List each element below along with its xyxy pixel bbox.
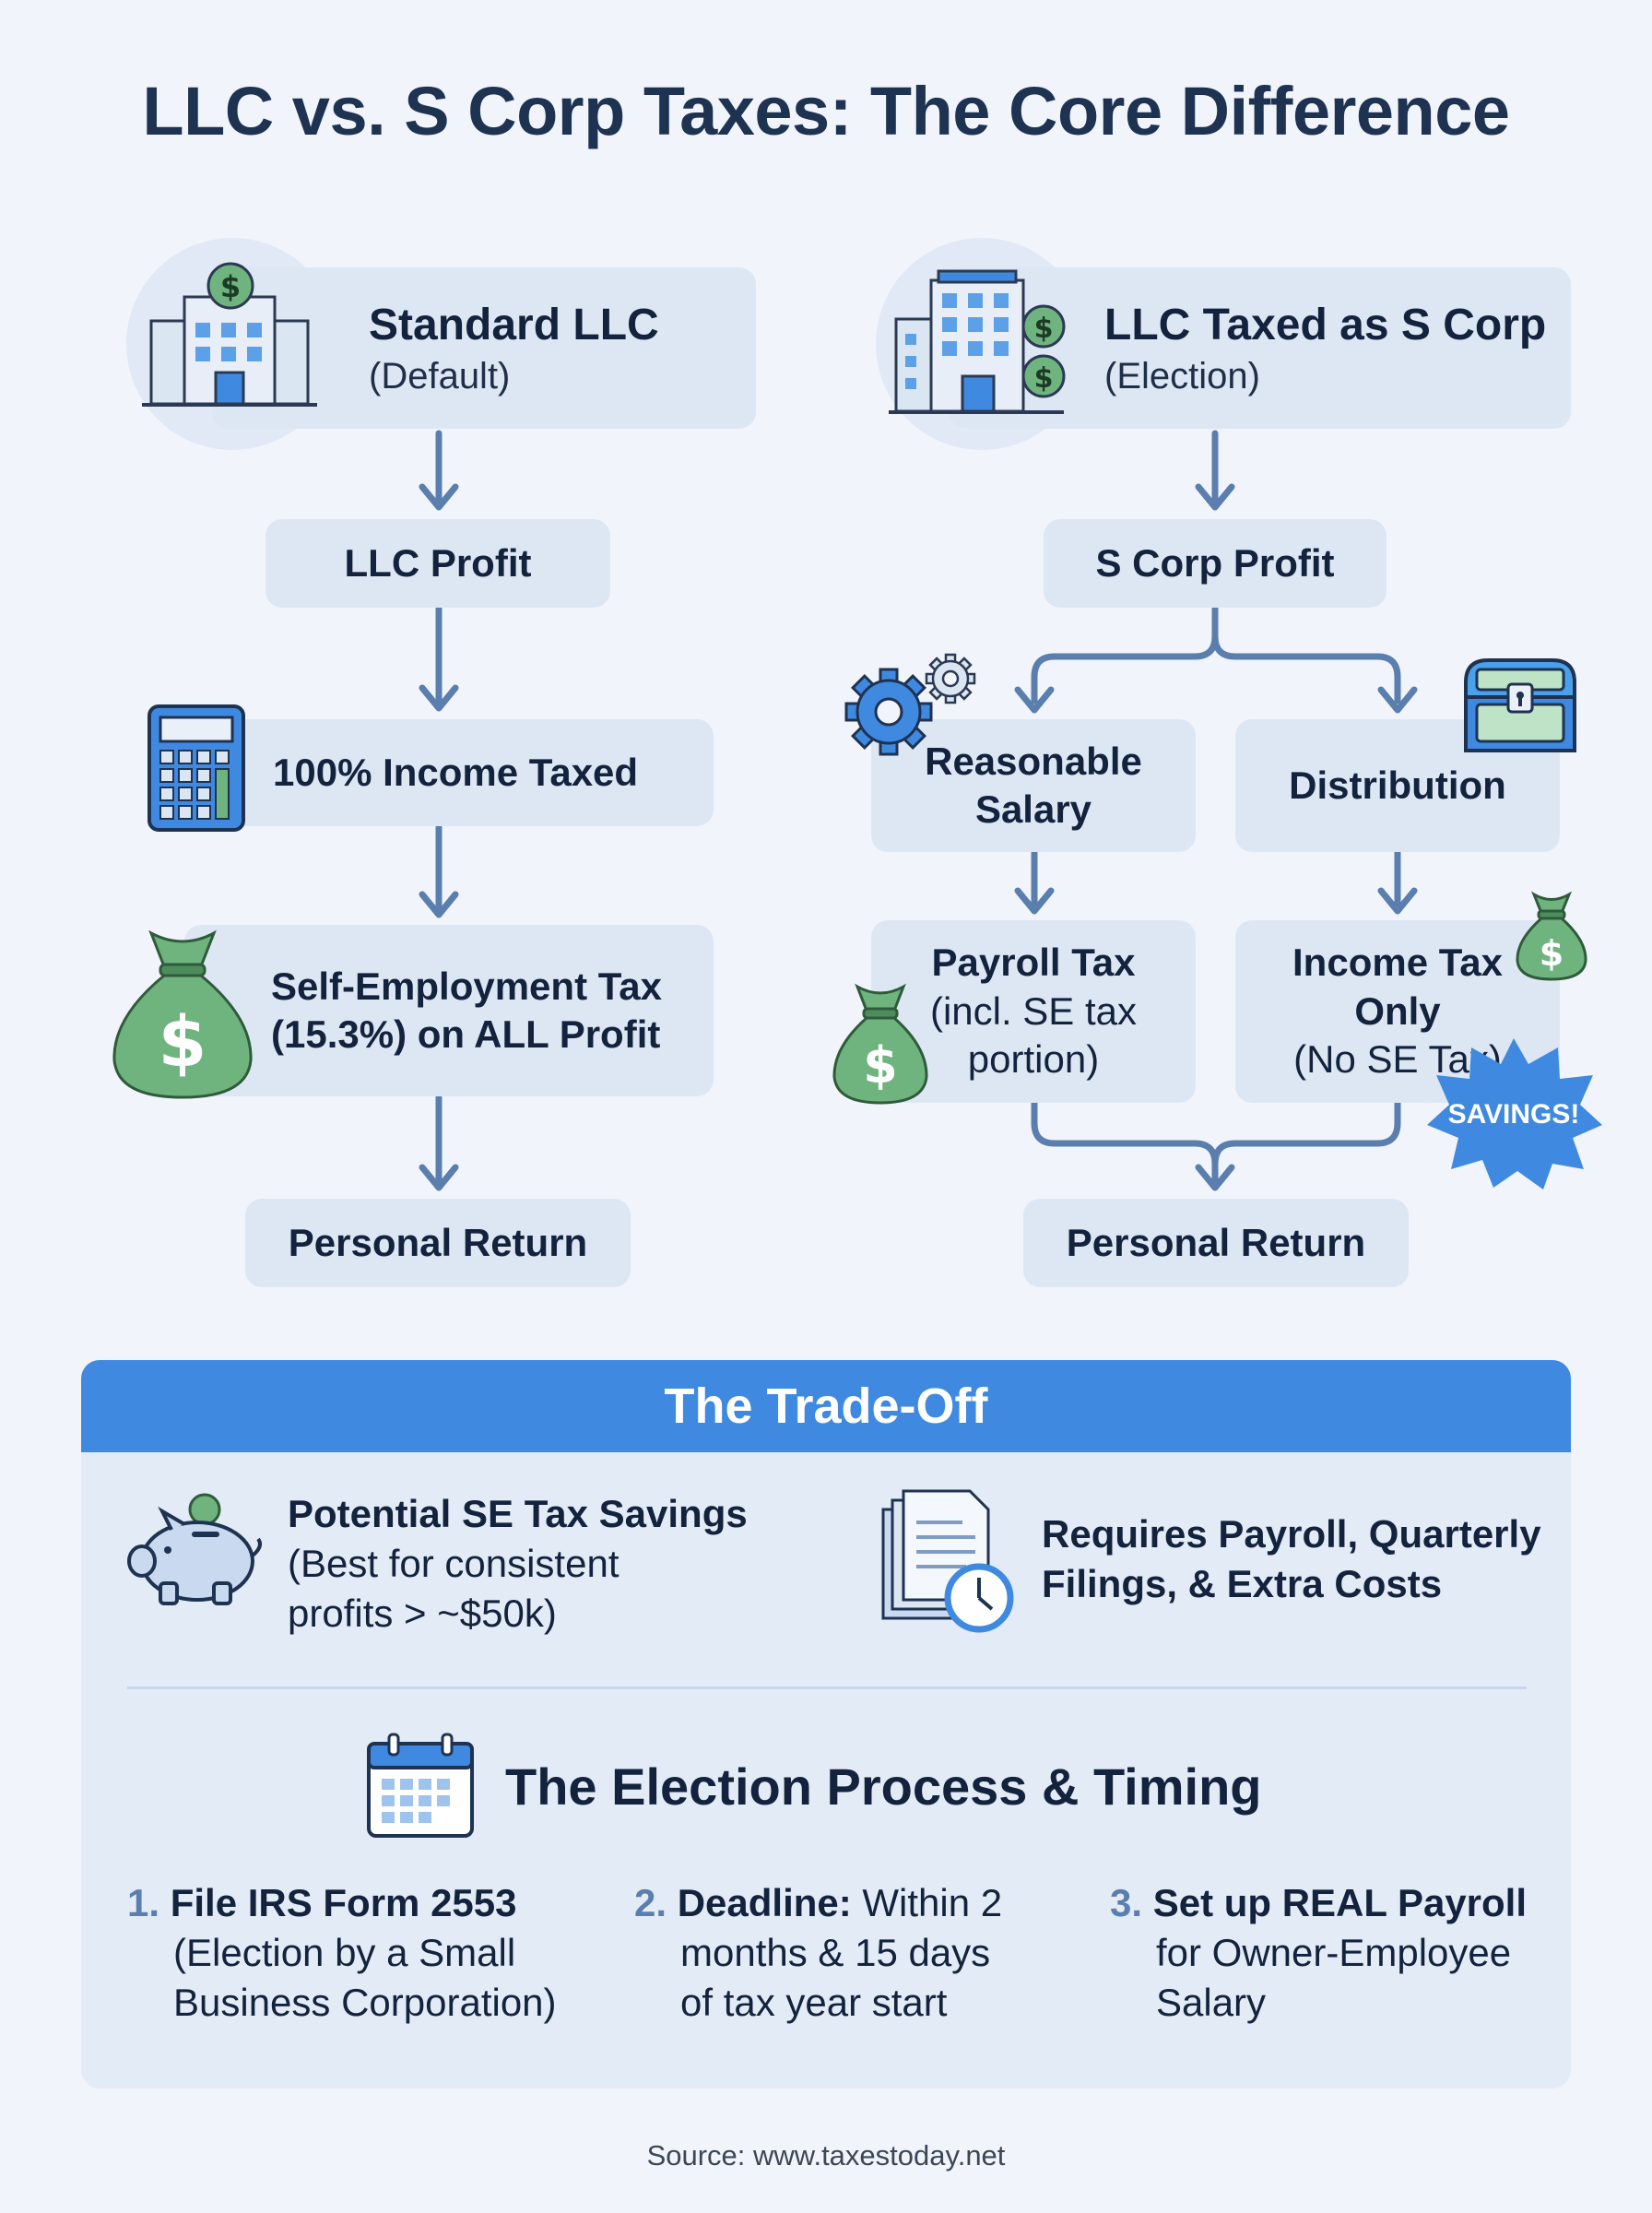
salary-line2: Salary (974, 787, 1092, 831)
treasure-chest-icon (1464, 658, 1576, 752)
svg-text:$: $ (863, 1036, 898, 1095)
scorp-title: LLC Taxed as S Corp (1104, 300, 1547, 349)
svg-text:$: $ (1034, 313, 1054, 345)
svg-text:$: $ (159, 1000, 207, 1083)
money-bag-icon: $ (112, 929, 253, 1099)
reasonable-salary-box: Reasonable Salary (871, 719, 1196, 852)
standard-llc-title: Standard LLC (369, 300, 659, 349)
scorp-profit-label: S Corp Profit (1095, 540, 1335, 585)
income-only-line3: (No SE Tax) (1293, 1037, 1502, 1082)
right-personal-return-box: Personal Return (1023, 1199, 1409, 1287)
gears-icon (844, 653, 976, 756)
step-3-bold: Set up REAL Payroll (1152, 1881, 1528, 1924)
distribution-label: Distribution (1289, 763, 1506, 807)
llc-profit-label: LLC Profit (344, 540, 532, 585)
step-2-line2: months & 15 days (680, 1930, 991, 1974)
scorp-profit-box: S Corp Profit (1044, 519, 1386, 608)
llc-profit-box: LLC Profit (266, 519, 610, 608)
election-step-3: 3. Set up REAL Payroll for Owner-Employe… (1110, 1878, 1552, 2027)
standard-llc-subtitle: (Default) (369, 355, 511, 396)
piggy-bank-icon (127, 1493, 262, 1605)
income-only-line1: Income Tax (1292, 941, 1503, 985)
salary-line1: Reasonable (925, 739, 1142, 783)
payroll-money-bag-icon: $ (832, 983, 928, 1105)
scorp-header: LLC Taxed as S Corp (Election) (950, 267, 1571, 429)
election-step-1: 1. File IRS Form 2553 (Election by a Sma… (127, 1878, 588, 2027)
income-money-bag-icon: $ (1516, 891, 1587, 981)
scorp-subtitle: (Election) (1104, 355, 1260, 396)
step-2-rest: Within 2 (851, 1881, 1003, 1924)
corporate-building-icon: $ $ (889, 269, 1066, 414)
step-2-number: 2. (634, 1881, 667, 1924)
svg-text:$: $ (1540, 933, 1564, 974)
payroll-line3: portion) (967, 1037, 1100, 1082)
savings-badge-text: SAVINGS! (1448, 1099, 1580, 1130)
step-3-number: 3. (1110, 1881, 1143, 1924)
savings-line1: (Best for consistent (288, 1541, 620, 1585)
step-1-bold: File IRS Form 2553 (170, 1881, 517, 1924)
step-2-bold: Deadline: (677, 1881, 852, 1924)
left-personal-return-label: Personal Return (288, 1220, 588, 1264)
income-tax-only-box: Income Tax Only (No SE Tax) (1235, 920, 1560, 1103)
page-title: LLC vs. S Corp Taxes: The Core Differenc… (142, 73, 1510, 149)
savings-title: Potential SE Tax Savings (288, 1492, 748, 1535)
step-1-line2: (Election by a Small (173, 1930, 516, 1974)
costs-text: Requires Payroll, Quarterly Filings, & E… (1042, 1509, 1558, 1609)
se-tax-line2: (15.3%) on ALL Profit (271, 1012, 661, 1056)
office-building-icon: $ (142, 262, 317, 407)
costs-line2: Filings, & Extra Costs (1042, 1561, 1443, 1605)
step-1-number: 1. (127, 1881, 160, 1924)
step-3-line2: for Owner-Employee (1156, 1930, 1512, 1974)
savings-text: Potential SE Tax Savings (Best for consi… (288, 1489, 841, 1638)
election-heading: The Election Process & Timing (505, 1757, 1262, 1816)
savings-line2: profits > ~$50k) (288, 1591, 557, 1635)
merge-connector (1031, 1099, 1219, 1187)
source-credit: Source: www.taxestoday.net (646, 2139, 1006, 2172)
split-connector (1031, 605, 1219, 704)
divider (127, 1686, 1527, 1689)
svg-text:$: $ (220, 269, 241, 304)
income-taxed-box: 100% Income Taxed (221, 719, 714, 826)
savings-starburst-badge: SAVINGS! (1427, 1038, 1602, 1189)
se-tax-box: Self-Employment Tax (15.3%) on ALL Profi… (184, 925, 714, 1096)
calculator-icon (148, 704, 245, 832)
right-personal-return-label: Personal Return (1066, 1220, 1366, 1264)
step-2-line3: of tax year start (680, 1980, 948, 2024)
income-only-line2: Only (1354, 988, 1441, 1033)
tradeoff-heading: The Trade-Off (81, 1360, 1571, 1452)
payroll-line1: Payroll Tax (931, 941, 1136, 985)
costs-line1: Requires Payroll, Quarterly (1042, 1512, 1541, 1556)
se-tax-line1: Self-Employment Tax (271, 964, 662, 1008)
tradeoff-panel: The Trade-Off Potential SE Tax Savings (… (81, 1360, 1571, 2089)
payroll-line2: (incl. SE tax (929, 988, 1138, 1033)
left-personal-return-box: Personal Return (245, 1199, 631, 1287)
income-taxed-label: 100% Income Taxed (273, 750, 639, 794)
svg-text:$: $ (1034, 362, 1054, 395)
step-3-line3: Salary (1156, 1980, 1267, 2024)
election-step-2: 2. Deadline: Within 2 months & 15 days o… (634, 1878, 1077, 2027)
document-clock-icon (881, 1489, 1014, 1633)
calendar-icon (367, 1733, 474, 1838)
step-1-line3: Business Corporation) (173, 1980, 557, 2024)
